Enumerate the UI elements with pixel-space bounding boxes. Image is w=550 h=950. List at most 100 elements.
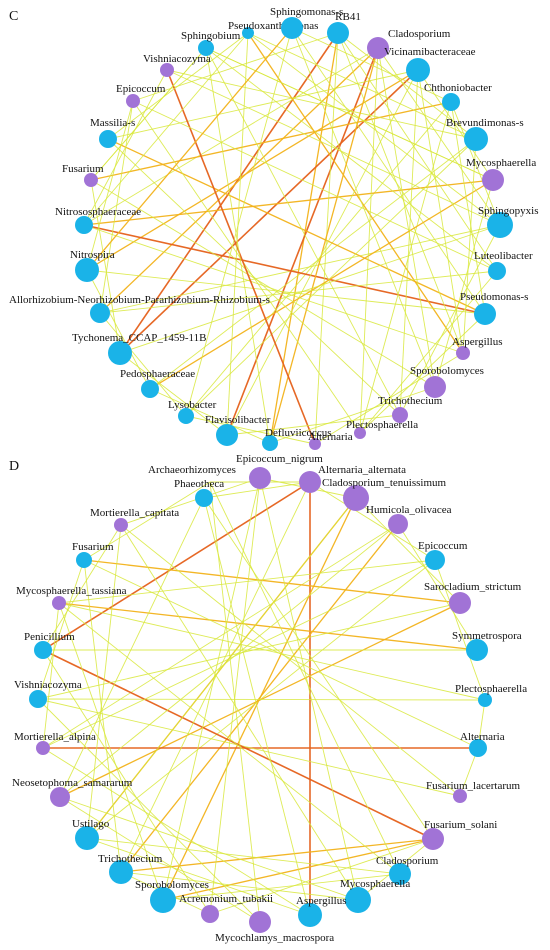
network-edge [355, 497, 461, 604]
node-label: Symmetrospora [452, 630, 522, 642]
node-label: Aspergillus [296, 895, 347, 907]
bacteria-node [150, 887, 176, 913]
network-edge [86, 27, 293, 271]
node-label: Mortierella_capitata [90, 507, 179, 519]
node-label: Sporobolomyces [135, 879, 209, 891]
network-edge [42, 524, 122, 651]
network-edge [166, 69, 316, 445]
network-edge [203, 497, 434, 840]
network-edge [107, 138, 401, 416]
network-edge [132, 100, 498, 272]
network-edge [149, 388, 271, 444]
network-edge [185, 27, 293, 417]
fungi-node [299, 471, 321, 493]
network-edge [209, 477, 261, 915]
fungi-node [456, 346, 470, 360]
node-label: Mycochlamys_macrospora [215, 932, 334, 944]
node-label: Alternaria [460, 731, 505, 743]
fungi-node [367, 37, 389, 59]
node-label: Archaeorhizomyces [148, 464, 236, 476]
node-label: Vishniacozyma [143, 53, 211, 65]
network-edge [120, 481, 311, 873]
fungi-node [449, 592, 471, 614]
network-edge [209, 481, 401, 875]
node-label: Cladosporium_tenuissimum [322, 477, 447, 489]
network-edge [203, 497, 311, 916]
bacteria-node [281, 17, 303, 39]
bacteria-node [108, 341, 132, 365]
network-edge [226, 414, 401, 436]
network-edge [434, 559, 486, 701]
network-edge [42, 649, 434, 840]
network-edge [417, 69, 494, 181]
fungi-node [126, 94, 140, 108]
edge-group-d [37, 477, 486, 923]
network-edge [58, 602, 401, 875]
fungi-node [249, 911, 271, 933]
node-label: Sphingobium [181, 30, 241, 42]
node-label: Fusarium_lacertarum [426, 780, 521, 792]
node-label: Tychonema_CCAP_1459-11B [72, 332, 206, 344]
node-label: Fusarium [72, 541, 114, 553]
node-label: Cladosporium [376, 855, 439, 867]
network-edge [291, 27, 436, 388]
bacteria-node [474, 303, 496, 325]
node-label: Pseudoxanthomonas [228, 20, 318, 32]
network-edge [119, 224, 501, 354]
network-edge [226, 32, 249, 436]
network-edge [359, 101, 452, 434]
network-edge [120, 871, 359, 901]
bacteria-node [109, 860, 133, 884]
network-edge [107, 138, 486, 315]
network-edge [132, 32, 339, 102]
node-group-c: RB41CladosporiumVicinamibacteraceaeChtho… [9, 6, 539, 451]
node-label: Sphingopyxis [478, 205, 539, 217]
network-edge [209, 481, 261, 923]
panel-c: C RB41CladosporiumVicinamibacteraceaeCht… [9, 6, 539, 451]
bacteria-node [466, 639, 488, 661]
bacteria-node [178, 408, 194, 424]
node-label: Trichothecium [378, 395, 443, 407]
network-edge [37, 559, 85, 700]
bacteria-node [99, 130, 117, 148]
network-edge [399, 224, 501, 416]
node-label: Chthoniobacter [424, 82, 492, 94]
network-edge [58, 602, 486, 701]
fungi-node [201, 905, 219, 923]
network-edge [59, 497, 205, 798]
network-edge [59, 796, 359, 901]
network-edge [107, 32, 249, 140]
node-label: Vicinamibacteraceae [384, 46, 476, 58]
panel-d: D Alternaria_alternataCladosporium_tenui… [9, 453, 527, 944]
fungi-node [422, 828, 444, 850]
network-edge [149, 179, 494, 390]
fungi-node [354, 427, 366, 439]
node-label: Mycosphaerella [340, 878, 410, 890]
fungi-node [160, 63, 174, 77]
network-edge [450, 101, 501, 226]
network-edge [90, 179, 121, 354]
network-edge [462, 138, 477, 354]
bacteria-node [90, 303, 110, 323]
bacteria-node [198, 40, 214, 56]
network-edge [107, 69, 419, 140]
node-label: Ustilago [72, 818, 110, 830]
node-label: Luteolibacter [474, 250, 533, 262]
panel-label-d: D [9, 459, 19, 474]
network-edge [83, 224, 464, 354]
node-label: Allorhizobium-Neorhizobium-Pararhizobium… [9, 294, 270, 306]
network-edge [120, 523, 399, 873]
fungi-node [36, 741, 50, 755]
node-label: Trichothecium [98, 853, 163, 865]
network-edge [83, 559, 479, 749]
bacteria-node [75, 826, 99, 850]
bacteria-node [29, 690, 47, 708]
fungi-node [453, 789, 467, 803]
network-edge [83, 179, 494, 226]
network-edge [37, 698, 486, 701]
node-label: Alternaria_alternata [318, 464, 406, 476]
network-edge [399, 69, 419, 416]
node-label: Mycosphaerella [466, 157, 536, 169]
network-edge [83, 559, 461, 604]
